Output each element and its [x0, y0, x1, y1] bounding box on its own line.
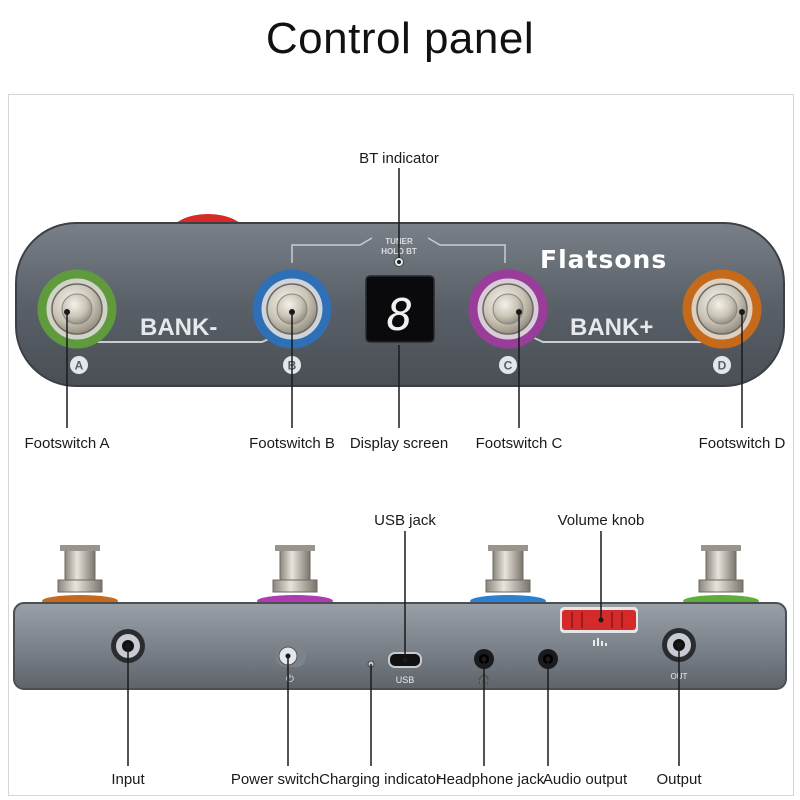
- display-digit: 8: [387, 290, 414, 341]
- side-footswitch-c[interactable]: [470, 545, 546, 607]
- label-charging-indicator: Charging indicator: [319, 771, 441, 788]
- footswitch-c[interactable]: [468, 269, 548, 349]
- footswitch-a[interactable]: [37, 269, 117, 349]
- letter-d: D: [718, 359, 727, 373]
- letter-a: A: [75, 359, 84, 373]
- label-footswitch-d: Footswitch D: [699, 435, 786, 452]
- label-power-switch: Power switch: [231, 771, 319, 788]
- label-input: Input: [111, 771, 145, 788]
- label-bt-indicator: BT indicator: [359, 150, 439, 167]
- label-usb-jack: USB jack: [374, 512, 436, 529]
- bank-minus-label: BANK-: [140, 314, 217, 341]
- label-display-screen: Display screen: [350, 435, 448, 452]
- tuner-bracket: [291, 237, 506, 263]
- label-footswitch-c: Footswitch C: [476, 435, 563, 452]
- side-view: ⏻ USB 🎧: [13, 512, 787, 788]
- power-switch[interactable]: ⏻: [276, 645, 306, 685]
- side-footswitch-a[interactable]: [42, 545, 118, 607]
- side-callout-lines: [127, 531, 680, 766]
- top-view: BANK- BANK+ TUNER HOLD BT 8 Flatsons: [15, 150, 786, 452]
- power-icon: ⏻: [286, 674, 294, 685]
- page-title: Control panel: [265, 14, 535, 63]
- label-output: Output: [656, 771, 702, 788]
- display-screen: [365, 275, 435, 343]
- label-footswitch-b: Footswitch B: [249, 435, 335, 452]
- bank-plus-label: BANK+: [570, 314, 653, 341]
- usb-text: USB: [396, 675, 415, 685]
- footswitch-d[interactable]: [682, 269, 762, 349]
- letter-c: C: [504, 359, 513, 373]
- label-volume-knob: Volume knob: [558, 512, 645, 529]
- brand-logo: Flatsons: [540, 245, 667, 274]
- side-footswitch-d[interactable]: [683, 545, 759, 607]
- label-audio-output: Audio output: [543, 771, 628, 788]
- label-headphone-jack: Headphone jack: [436, 771, 545, 788]
- top-callout-lines: [66, 168, 743, 428]
- label-footswitch-a: Footswitch A: [24, 435, 109, 452]
- side-footswitch-b[interactable]: [257, 545, 333, 607]
